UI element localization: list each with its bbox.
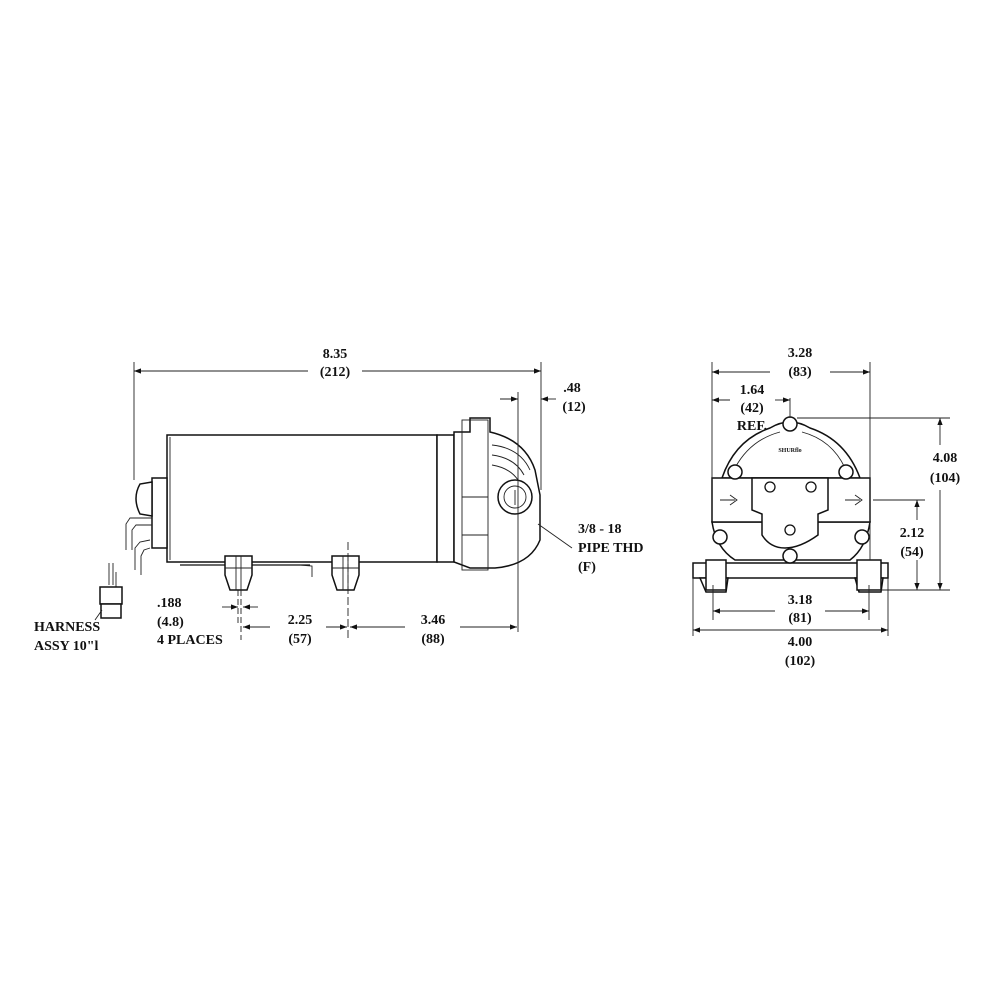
valve-plate <box>751 477 829 549</box>
port-height-in: 2.12 <box>900 526 925 541</box>
half-width-note: REF. <box>737 419 767 434</box>
pump-head <box>453 417 541 571</box>
mount-hole-note: 4 PLACES <box>157 633 223 648</box>
base-width-mm: (102) <box>785 654 816 669</box>
head-width-mm: (83) <box>788 365 812 380</box>
end-cap <box>135 481 153 517</box>
foot-spacing-mm: (57) <box>288 632 312 647</box>
screw-icon <box>727 464 743 480</box>
end-view: SHURflo 3.28 (83) 1.64 (42) REF. <box>692 346 961 669</box>
port-thread-line3: (F) <box>578 560 596 575</box>
overall-height-in: 4.08 <box>933 451 958 466</box>
foot-to-end-in: 3.46 <box>421 613 446 628</box>
mount-hole-mm: (4.8) <box>157 615 184 630</box>
screw-icon <box>782 416 798 432</box>
base-width-in: 4.00 <box>788 635 813 650</box>
mount-spacing-mm: (81) <box>788 611 812 626</box>
harness-label-line1: HARNESS <box>34 620 100 635</box>
port-offset-in: .48 <box>563 381 581 396</box>
half-width-mm: (42) <box>740 401 764 416</box>
screw-icon <box>782 548 798 564</box>
foot-to-end-mm: (88) <box>421 632 445 647</box>
port-thread-line2: PIPE THD <box>578 541 643 556</box>
mount-hole-in: .188 <box>157 596 182 611</box>
motor-body <box>166 434 438 563</box>
harness-label-line2: ASSY 10"l <box>34 639 99 654</box>
motor-band <box>436 434 455 563</box>
port-height-mm: (54) <box>900 545 924 560</box>
mount-foot <box>331 555 360 591</box>
harness-connector <box>99 586 123 605</box>
mount-spacing-in: 3.18 <box>788 593 813 608</box>
overall-length-mm: (212) <box>320 365 351 380</box>
screw-icon <box>712 529 728 545</box>
side-view: 8.35 (212) .48 (12) 3/8 - 18 PIPE THD (F… <box>34 347 643 654</box>
screw-icon <box>854 529 870 545</box>
logo-text: SHURflo <box>778 448 801 454</box>
foot-spacing-in: 2.25 <box>288 613 313 628</box>
screw-icon <box>838 464 854 480</box>
overall-height-mm: (104) <box>930 471 961 486</box>
half-width-in: 1.64 <box>740 383 765 398</box>
overall-length-in: 8.35 <box>323 347 348 362</box>
port-offset-mm: (12) <box>562 400 586 415</box>
port-thread-line1: 3/8 - 18 <box>578 522 622 537</box>
mount-foot <box>224 555 253 591</box>
head-width-in: 3.28 <box>788 346 813 361</box>
